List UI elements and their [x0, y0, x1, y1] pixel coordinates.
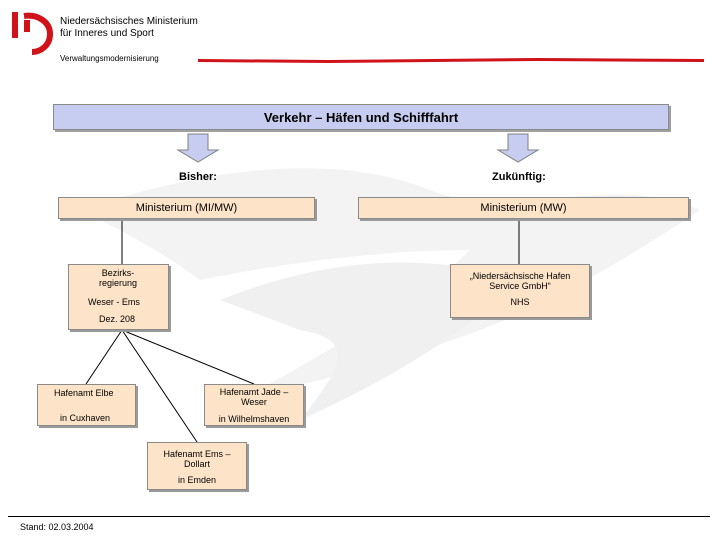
nhs-line1: „Niedersächsische Hafen — [469, 271, 571, 281]
footer-divider — [8, 516, 710, 517]
label-zukuenftig: Zukünftig: — [492, 171, 546, 183]
header-accent-line — [198, 58, 704, 63]
ems-line3: in Emden — [177, 475, 217, 485]
elbe-line1: Hafenamt Elbe — [54, 388, 114, 398]
box-bezirksregierung: Bezirks- regierung Weser - Ems Dez. 208 — [68, 264, 169, 330]
nhs-line2: Service GmbH“ — [489, 281, 551, 291]
box-hafenamt-ems: Hafenamt Ems – Dollart in Emden — [147, 442, 247, 490]
department-label: Verwaltungsmodernisierung — [60, 54, 159, 63]
jade-line3: in Wilhelmshaven — [218, 414, 290, 424]
jade-line2: Weser — [241, 397, 267, 407]
label-bisher: Bisher: — [179, 171, 217, 183]
connector-bezirk-jade — [121, 329, 255, 385]
footer-stand: Stand: 02.03.2004 — [20, 522, 94, 532]
jade-line1: Hafenamt Jade – — [219, 387, 289, 397]
ministry-line1: Niedersächsisches Ministerium — [60, 16, 198, 27]
ministry-logo — [12, 12, 54, 55]
nhs-line3: NHS — [510, 297, 530, 307]
diagram-title: Verkehr – Häfen und Schifffahrt — [53, 104, 669, 130]
box-nhs: „Niedersächsische Hafen Service GmbH“ NH… — [450, 264, 590, 318]
box-ministry-new: Ministerium (MW) — [358, 197, 689, 219]
elbe-line2: in Cuxhaven — [60, 413, 111, 423]
bezirk-line2: regierung — [98, 278, 138, 288]
ministry-line2: für Inneres und Sport — [60, 28, 154, 39]
box-hafenamt-elbe: Hafenamt Elbe in Cuxhaven — [37, 384, 136, 426]
bezirk-line1: Bezirks- — [101, 268, 135, 278]
ems-line1: Hafenamt Ems – — [163, 449, 231, 459]
connector-bezirk-ems — [121, 329, 198, 443]
ems-line2: Dollart — [183, 459, 210, 469]
box-ministry-old: Ministerium (MI/MW) — [58, 197, 315, 219]
bezirk-line4: Dez. 208 — [99, 314, 136, 324]
down-arrow-right-icon — [496, 133, 540, 163]
ministry-name: Niedersächsisches Ministerium für Innere… — [60, 16, 198, 40]
down-arrow-left-icon — [176, 133, 220, 163]
connector-bezirk-elbe — [85, 329, 123, 385]
box-hafenamt-jade: Hafenamt Jade – Weser in Wilhelmshaven — [204, 384, 304, 426]
bezirk-line3: Weser - Ems — [88, 297, 140, 307]
